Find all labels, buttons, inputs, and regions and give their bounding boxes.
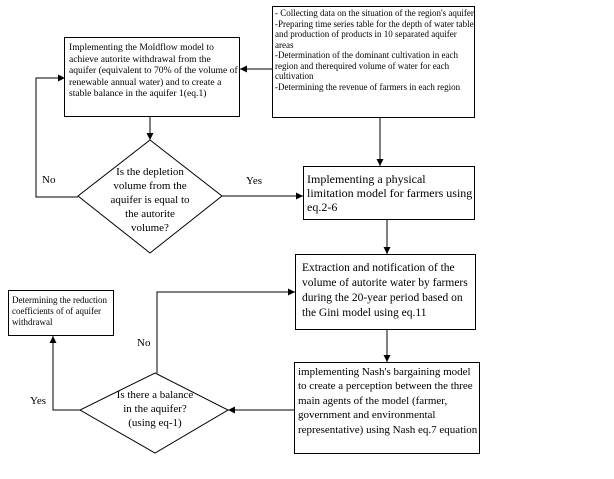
arrow-depletion-no bbox=[35, 74, 78, 198]
physical-limitation-box: Implementing a physical limitation model… bbox=[303, 166, 475, 220]
moldflow-text: Implementing the Moldflow model to achie… bbox=[69, 42, 238, 99]
arrow-balance-no bbox=[156, 288, 295, 373]
moldflow-box: Implementing the Moldflow model to achie… bbox=[64, 37, 240, 117]
extraction-text: Extraction and notification of the volum… bbox=[302, 262, 468, 319]
depletion-decision-diamond bbox=[77, 139, 223, 254]
extraction-box: Extraction and notification of the volum… bbox=[295, 254, 476, 330]
reduction-coefficients-text: Determining the reduction coefficients o… bbox=[12, 295, 107, 327]
balance-decision-diamond bbox=[78, 372, 230, 454]
reduction-coefficients-box: Determining the reduction coefficients o… bbox=[8, 290, 114, 336]
depletion-no-label: No bbox=[42, 174, 56, 186]
depletion-yes-label: Yes bbox=[246, 175, 263, 187]
arrow-balance-yes bbox=[49, 336, 80, 411]
balance-no-label: No bbox=[137, 337, 151, 349]
depletion-question: Is the depletion volume from the aquifer… bbox=[110, 166, 190, 234]
nash-bargaining-box: implementing Nash's bargaining model to … bbox=[294, 362, 480, 454]
balance-question: Is there a balance in the aquifer? (usin… bbox=[116, 389, 194, 429]
physical-limitation-text: Implementing a physical limitation model… bbox=[307, 172, 473, 214]
collect-data-text: - Collecting data on the situation of th… bbox=[275, 8, 474, 92]
balance-yes-label: Yes bbox=[30, 395, 47, 407]
collect-data-box: - Collecting data on the situation of th… bbox=[272, 6, 475, 118]
nash-bargaining-text: implementing Nash's bargaining model to … bbox=[298, 366, 478, 436]
